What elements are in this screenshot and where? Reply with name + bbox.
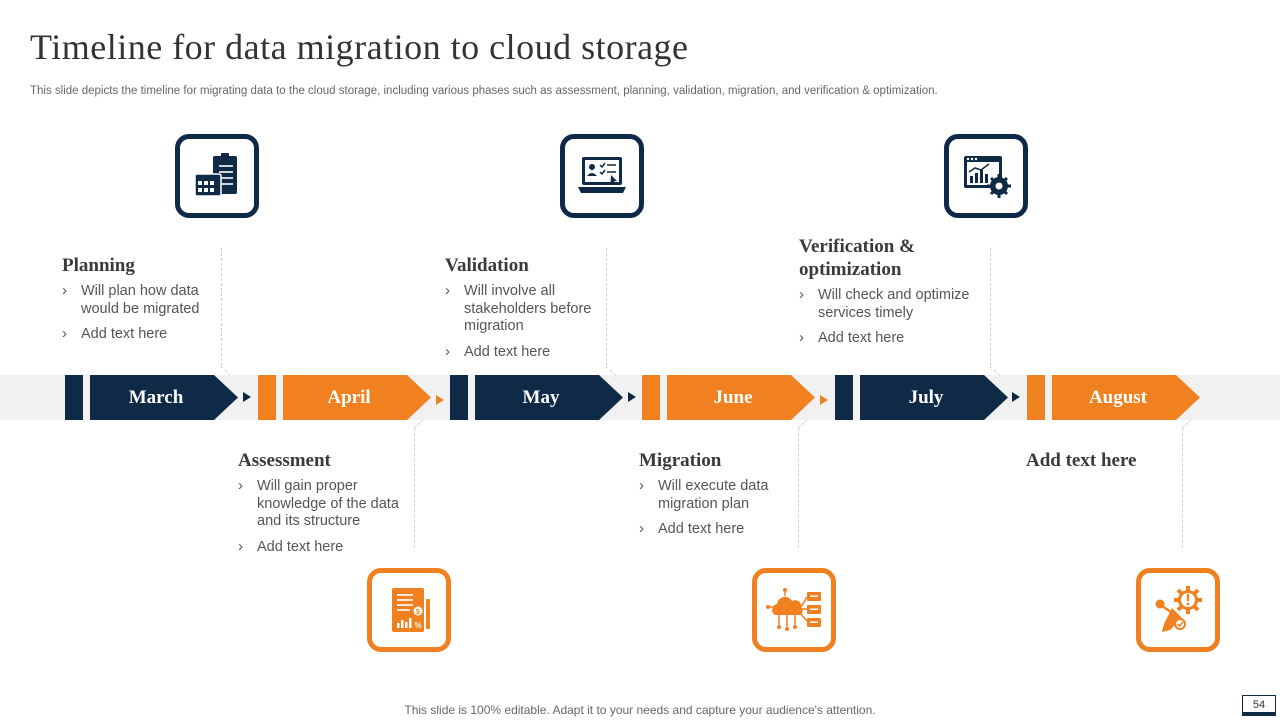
timeline-stub bbox=[835, 375, 853, 420]
connector-line bbox=[990, 248, 991, 366]
month-july: July bbox=[860, 375, 1008, 420]
page-number-bar bbox=[1242, 713, 1276, 716]
phase-bullet: Will execute data migration plan bbox=[639, 477, 789, 513]
laptop-checklist-icon bbox=[560, 134, 644, 218]
phase-bullet: Add text here bbox=[799, 329, 984, 348]
connector-line bbox=[606, 248, 607, 366]
phase-validation: Validation Will involve all stakeholders… bbox=[445, 254, 595, 369]
phase-verification-optimization: Verification & optimization Will check a… bbox=[799, 235, 984, 356]
month-april: April bbox=[283, 375, 431, 420]
footer-note: This slide is 100% editable. Adapt it to… bbox=[404, 703, 876, 717]
timeline-stub bbox=[1027, 375, 1045, 420]
cloud-network-icon bbox=[752, 568, 836, 652]
page-number: 54 bbox=[1242, 695, 1276, 713]
svg-text:%: % bbox=[414, 621, 421, 630]
arrow-marker bbox=[628, 392, 636, 402]
document-chart-icon: $ % bbox=[367, 568, 451, 652]
connector-line bbox=[1182, 428, 1183, 548]
arrow-marker bbox=[436, 395, 444, 405]
timeline-stub bbox=[258, 375, 276, 420]
phase-title: Add text here bbox=[1026, 450, 1137, 471]
phase-planning: Planning Will plan how data would be mig… bbox=[62, 254, 222, 352]
phase-bullet: Add text here bbox=[238, 538, 408, 557]
month-may: May bbox=[475, 375, 623, 420]
connector-line bbox=[414, 428, 415, 548]
timeline-stub bbox=[450, 375, 468, 420]
arrow-marker bbox=[1012, 392, 1020, 402]
slide-title: Timeline for data migration to cloud sto… bbox=[30, 27, 689, 67]
phase-bullet: Will check and optimize services timely bbox=[799, 286, 984, 322]
phase-title: Planning bbox=[62, 255, 135, 276]
phase-title: Verification & optimization bbox=[799, 236, 915, 280]
month-august: August bbox=[1052, 375, 1200, 420]
slide-subtitle: This slide depicts the timeline for migr… bbox=[30, 85, 938, 97]
phase-bullet: Add text here bbox=[445, 343, 595, 362]
phase-placeholder: Add text here bbox=[1026, 449, 1196, 478]
alert-gear-icon bbox=[1136, 568, 1220, 652]
timeline-stub bbox=[642, 375, 660, 420]
month-june: June bbox=[667, 375, 815, 420]
phase-bullet: Add text here bbox=[639, 520, 789, 539]
phase-migration: Migration Will execute data migration pl… bbox=[639, 449, 789, 547]
connector-line bbox=[798, 428, 799, 548]
phase-bullet: Add text here bbox=[62, 325, 222, 344]
arrow-marker bbox=[820, 395, 828, 405]
phase-assessment: Assessment Will gain proper knowledge of… bbox=[238, 449, 408, 564]
phase-title: Validation bbox=[445, 255, 529, 276]
svg-text:$: $ bbox=[416, 609, 420, 616]
timeline-stub bbox=[65, 375, 83, 420]
calendar-clipboard-icon bbox=[175, 134, 259, 218]
phase-bullet: Will involve all stakeholders before mig… bbox=[445, 282, 595, 336]
phase-title: Assessment bbox=[238, 450, 331, 471]
phase-title: Migration bbox=[639, 450, 722, 471]
dashboard-settings-icon bbox=[944, 134, 1028, 218]
arrow-marker bbox=[243, 392, 251, 402]
month-march: March bbox=[90, 375, 238, 420]
phase-bullet: Will plan how data would be migrated bbox=[62, 282, 222, 318]
phase-bullet: Will gain proper knowledge of the data a… bbox=[238, 477, 408, 531]
